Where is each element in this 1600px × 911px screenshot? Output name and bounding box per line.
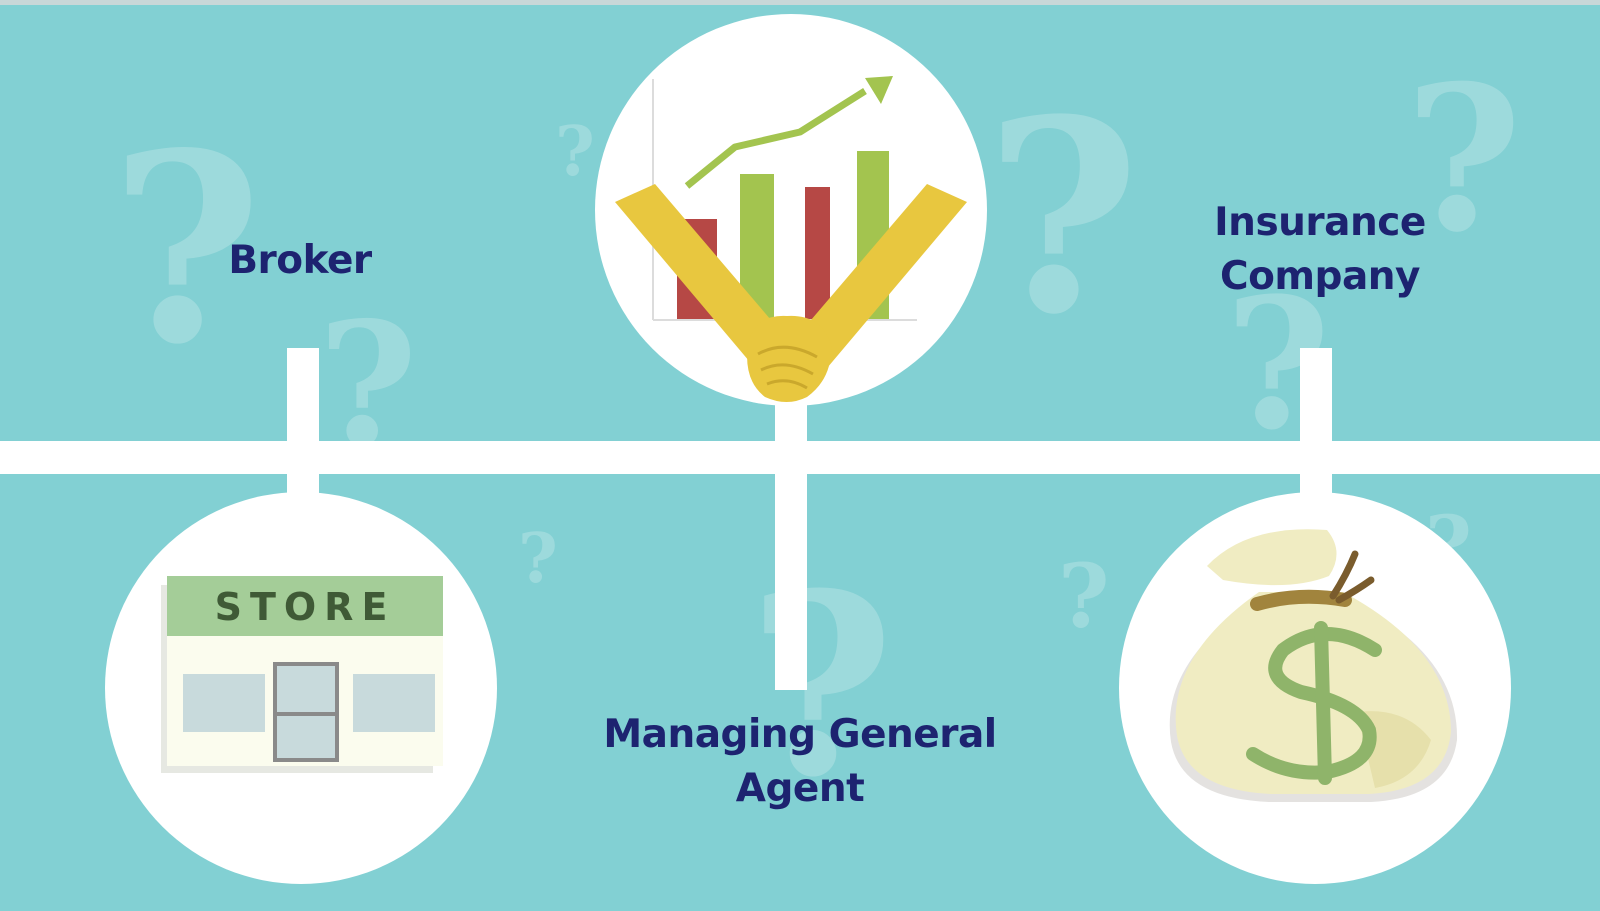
managing-general-agent-label-line1: Managing General bbox=[603, 712, 997, 757]
handshake-circle bbox=[595, 14, 987, 406]
broker-connector bbox=[287, 348, 319, 508]
store-icon bbox=[161, 576, 443, 773]
question-mark-icon: ? bbox=[1405, 42, 1523, 277]
insurance-company-label: Insurance Company bbox=[1190, 196, 1450, 304]
money-bag-icon bbox=[1169, 529, 1458, 802]
handshake-growth-chart-icon bbox=[615, 76, 967, 402]
insurance-company-label-line1: Insurance bbox=[1214, 200, 1426, 245]
question-mark-icon: ? bbox=[748, 538, 895, 832]
managing-general-agent-label: Managing General Agent bbox=[560, 708, 1040, 816]
managing-general-agent-label-line2: Agent bbox=[735, 766, 865, 811]
question-mark-icon: ? bbox=[985, 62, 1141, 373]
mga-connector bbox=[775, 380, 807, 690]
store-sign: STORE bbox=[214, 585, 396, 629]
insurance-company-connector bbox=[1300, 348, 1332, 508]
money-bag-circle bbox=[1119, 492, 1511, 884]
top-border bbox=[0, 0, 1600, 5]
question-mark-icon: ? bbox=[555, 112, 595, 192]
store-circle: STORE bbox=[105, 492, 497, 884]
question-mark-icon: ? bbox=[518, 519, 558, 599]
broker-label-text: Broker bbox=[228, 238, 372, 283]
question-mark-icon: ? bbox=[1058, 544, 1110, 648]
question-mark-icon: ? bbox=[110, 97, 263, 402]
broker-label: Broker bbox=[190, 234, 410, 288]
insurance-company-label-line2: Company bbox=[1220, 254, 1420, 299]
